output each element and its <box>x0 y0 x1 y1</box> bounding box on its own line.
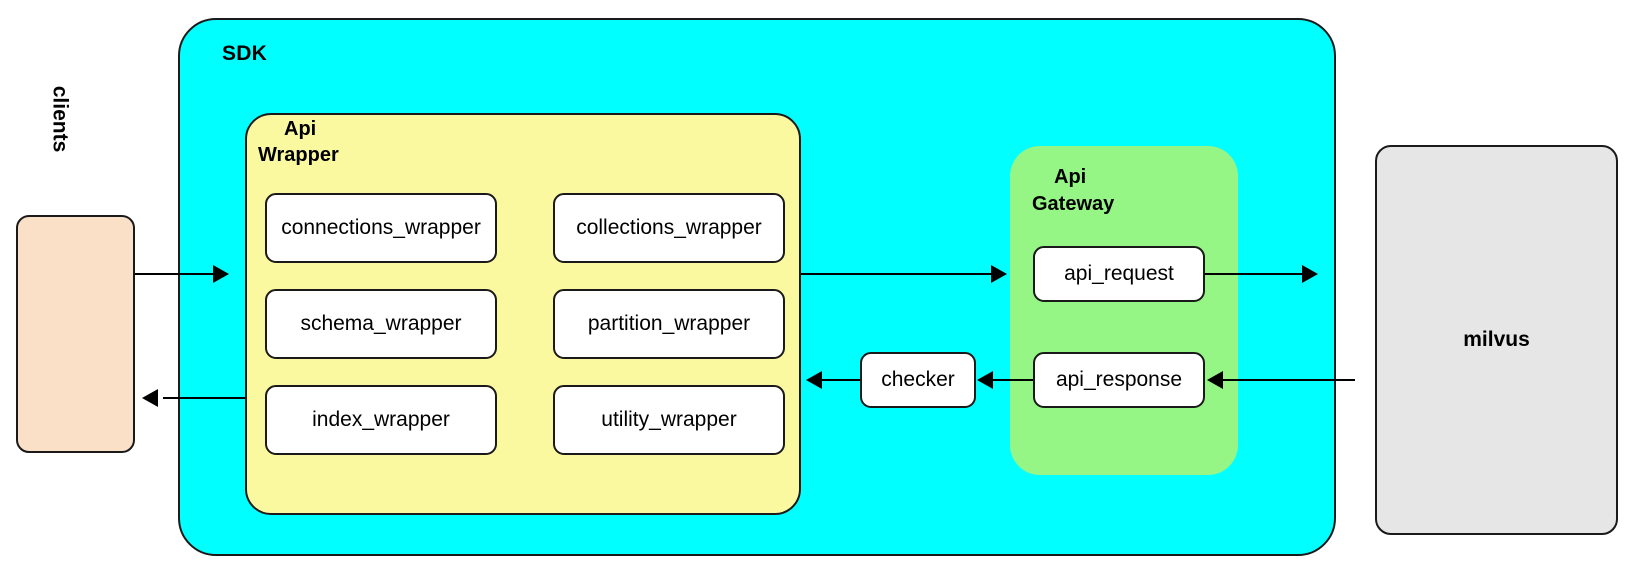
sdk-label: SDK <box>222 42 267 65</box>
api-wrapper-label-line1: Api <box>284 118 317 140</box>
box-connections-wrapper[interactable]: connections_wrapper <box>265 193 497 263</box>
arrowhead-wrapper-to-gateway <box>991 265 1007 283</box>
connector-clients-to-wrapper <box>135 273 217 275</box>
box-utility-wrapper[interactable]: utility_wrapper <box>553 385 785 455</box>
connector-request-to-milvus <box>1205 273 1305 275</box>
box-schema-wrapper[interactable]: schema_wrapper <box>265 289 497 359</box>
api-gateway-label-line2: Gateway <box>1032 193 1115 215</box>
api-wrapper-label-line2: Wrapper <box>258 144 339 166</box>
arrowhead-request-to-milvus <box>1302 265 1318 283</box>
box-partition-wrapper[interactable]: partition_wrapper <box>553 289 785 359</box>
box-collections-wrapper[interactable]: collections_wrapper <box>553 193 785 263</box>
api-gateway-container <box>1010 146 1238 475</box>
arrowhead-clients-to-wrapper <box>213 265 229 283</box>
box-checker[interactable]: checker <box>860 352 976 408</box>
connector-response-to-checker <box>993 379 1033 381</box>
clients-box[interactable] <box>16 215 135 453</box>
api-gateway-label: Api Gateway <box>1032 164 1232 218</box>
box-api-response[interactable]: api_response <box>1033 352 1205 408</box>
box-api-request[interactable]: api_request <box>1033 246 1205 302</box>
clients-label: clients <box>0 0 119 238</box>
api-wrapper-label: Api Wrapper <box>258 116 458 168</box>
arrowhead-response-to-checker <box>977 371 993 389</box>
milvus-box[interactable]: milvus <box>1375 145 1618 535</box>
arrowhead-wrapper-to-clients <box>142 389 158 407</box>
connector-wrapper-to-gateway <box>801 273 994 275</box>
arrowhead-milvus-to-response <box>1207 371 1223 389</box>
api-gateway-label-line1: Api <box>1054 166 1087 188</box>
connector-checker-to-wrapper <box>822 379 860 381</box>
arrowhead-checker-to-wrapper <box>806 371 822 389</box>
connector-wrapper-to-clients <box>163 397 245 399</box>
clients-label-text: clients <box>48 85 72 153</box>
box-index-wrapper[interactable]: index_wrapper <box>265 385 497 455</box>
connector-milvus-to-response <box>1223 379 1355 381</box>
